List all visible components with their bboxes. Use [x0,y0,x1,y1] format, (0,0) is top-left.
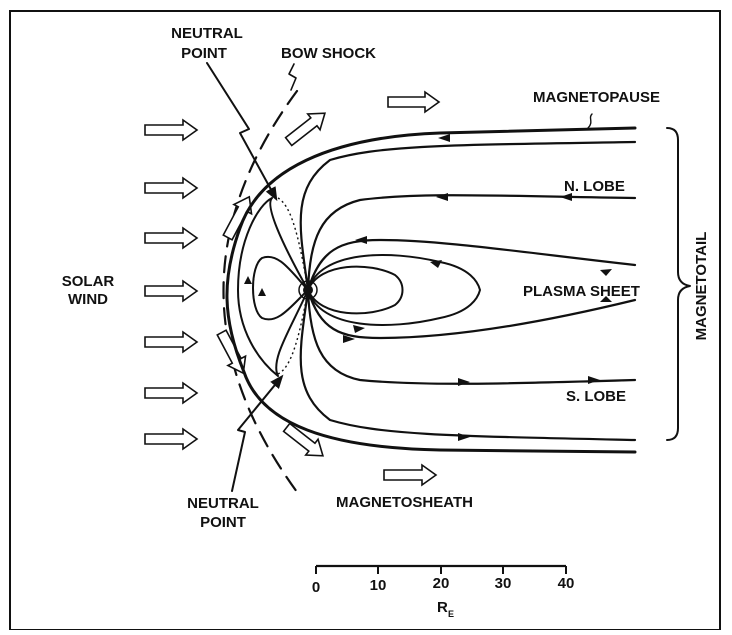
neutral-point-bottom-label-1: NEUTRAL [187,495,259,512]
scale-tick-label: 40 [558,575,575,592]
neutral-point-top-label-2: POINT [181,45,227,62]
magnetosheath-label: MAGNETOSHEATH [336,494,473,511]
loop-arrowhead [244,276,252,284]
loop-arrowhead [258,288,266,296]
scale-tick-label: 10 [370,577,387,594]
plasma-sheet-label: PLASMA SHEET [523,283,640,300]
bow-shock-leader [289,64,296,90]
distance-scale-bar: 0 10 20 30 40 R E [312,566,575,619]
magnetotail-label: MAGNETOTAIL [693,232,710,341]
scale-unit-subscript: E [448,609,454,619]
dayside-field-line [238,198,308,376]
scale-tick-label: 30 [495,575,512,592]
magnetopause-label: MAGNETOPAUSE [533,89,660,106]
s-lobe-label: S. LOBE [566,388,626,405]
scale-unit-label: R [437,599,448,616]
bow-shock-label: BOW SHOCK [281,45,376,62]
neutral-point-bottom-leader [232,380,279,491]
scale-tick-label: 0 [312,579,320,596]
neutral-point-top-label-1: NEUTRAL [171,25,243,42]
neutral-point-top-leader [207,63,274,195]
solar-wind-label-1: SOLAR [62,273,115,290]
separatrix-north [278,198,308,290]
neutral-point-bottom-label-2: POINT [200,514,246,531]
solar-wind-arrows [145,120,197,449]
solar-wind-label-2: WIND [68,291,108,308]
earth-dot [303,285,313,295]
n-lobe-label: N. LOBE [564,178,625,195]
scale-tick-label: 20 [433,575,450,592]
magnetotail-brace [667,128,690,440]
